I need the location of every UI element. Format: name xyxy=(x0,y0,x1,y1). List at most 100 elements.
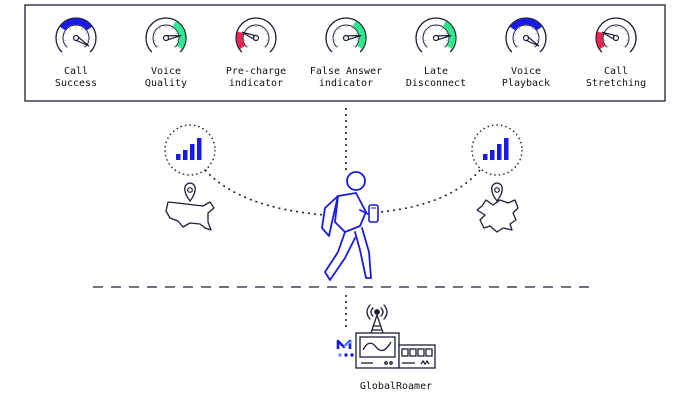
gauge-hub xyxy=(432,34,440,42)
gauge-hub xyxy=(252,34,260,42)
signal-bar xyxy=(490,150,495,160)
gauge-zone-band xyxy=(596,31,606,50)
test-equipment-icon xyxy=(355,332,436,369)
usa-map-icon xyxy=(165,201,215,231)
gauge-label-line1: Call xyxy=(604,66,628,77)
signal-bar xyxy=(197,138,202,160)
gauge-label-line2: Stretching xyxy=(586,78,646,89)
gauge-tick xyxy=(513,32,517,35)
gauge-tick xyxy=(265,32,269,35)
gauge-tick xyxy=(531,26,534,30)
right-link-arc xyxy=(379,169,481,213)
phone-icon xyxy=(368,204,379,223)
gauge-dial xyxy=(415,17,457,53)
gauge-label-line2: indicator xyxy=(319,78,373,89)
gauge-tick xyxy=(426,45,429,48)
gauge-hub xyxy=(522,34,530,42)
gauge-tick xyxy=(263,45,266,48)
gauge-dial xyxy=(505,17,547,53)
signal-bar xyxy=(190,144,195,160)
gauge-tick xyxy=(338,26,341,30)
gauge-tick xyxy=(175,32,179,35)
gauge-zone-band xyxy=(172,21,186,50)
signal-bar xyxy=(483,154,488,160)
gauge-tick xyxy=(63,32,67,35)
gauge-zone-band xyxy=(236,31,246,50)
gauge-dial xyxy=(325,17,367,53)
gauge-tick xyxy=(621,26,624,30)
cell-tower-icon xyxy=(366,304,388,334)
europe-map-icon xyxy=(476,199,519,233)
gauge-tick xyxy=(153,32,157,35)
gauge-tick xyxy=(156,45,159,48)
gauge-tick xyxy=(333,32,337,35)
gauge-tick xyxy=(66,45,69,48)
gauge-tick xyxy=(171,26,174,30)
gauge-label-line2: Quality xyxy=(145,78,187,89)
gauge-panel xyxy=(24,4,666,102)
gauge-label-line2: Disconnect xyxy=(406,78,466,89)
gauge-tick xyxy=(83,45,86,48)
gauge-zone-band xyxy=(352,21,366,50)
gauge-tick xyxy=(441,26,444,30)
gauge-label-line1: False Answer xyxy=(310,66,382,77)
gauge-label-line1: Voice xyxy=(151,66,181,77)
signal-bar xyxy=(176,154,181,160)
location-pin-icon xyxy=(491,182,503,203)
globalroamer-logo-icon xyxy=(336,339,354,357)
gauge-tick xyxy=(355,32,359,35)
gauge-label-line1: Voice xyxy=(511,66,541,77)
gauge-tick xyxy=(606,45,609,48)
gauge-tick xyxy=(173,45,176,48)
gauge-zone-band xyxy=(442,21,456,50)
gauge-dial xyxy=(145,17,187,53)
gauge-row: CallSuccessVoiceQualityPre-chargeindicat… xyxy=(55,17,646,89)
walking-person-icon xyxy=(321,171,372,281)
gauge-tick xyxy=(351,26,354,30)
signal-bars-icon xyxy=(176,138,202,160)
gauge-tick xyxy=(336,45,339,48)
gauge-tick xyxy=(353,45,356,48)
gauge-tick xyxy=(443,45,446,48)
signal-bar xyxy=(497,144,502,160)
gauge-hub xyxy=(162,34,170,42)
signal-bar xyxy=(183,150,188,160)
gauge-hub xyxy=(72,34,80,42)
gauge-tick xyxy=(445,32,449,35)
gauge-zone-band xyxy=(60,18,92,31)
location-pin-icon xyxy=(184,182,196,203)
left-signal-bubble xyxy=(164,124,216,176)
gauge-tick xyxy=(423,32,427,35)
gauge-tick xyxy=(623,45,626,48)
signal-bar xyxy=(504,138,509,160)
gauge-label-line2: Success xyxy=(55,78,97,89)
gauge-tick xyxy=(516,45,519,48)
gauge-tick xyxy=(428,26,431,30)
gauge-label-line1: Late xyxy=(424,66,448,77)
product-name-label: GlobalRoamer xyxy=(360,381,432,392)
gauge-tick xyxy=(533,45,536,48)
gauge-tick xyxy=(518,26,521,30)
gauge-dial xyxy=(55,17,97,53)
gauge-label-line2: indicator xyxy=(229,78,283,89)
gauge-tick xyxy=(248,26,251,30)
gauge-label-line1: Pre-charge xyxy=(226,66,286,77)
signal-bars-icon xyxy=(483,138,509,160)
gauge-tick xyxy=(246,45,249,48)
gauge-tick xyxy=(608,26,611,30)
gauge-dial xyxy=(235,17,277,53)
left-link-arc xyxy=(204,169,326,216)
gauge-hub xyxy=(342,34,350,42)
gauge-tick xyxy=(68,26,71,30)
gauge-tick xyxy=(158,26,161,30)
gauge-dial xyxy=(595,17,637,53)
gauge-tick xyxy=(261,26,264,30)
gauge-tick xyxy=(625,32,629,35)
